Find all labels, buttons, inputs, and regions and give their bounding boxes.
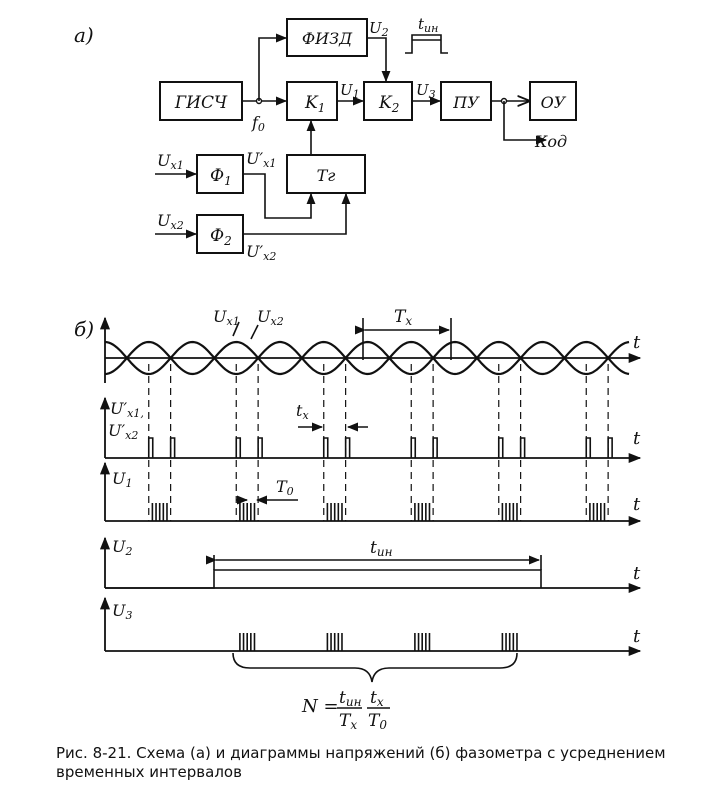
- block-f1-label: Ф1: [210, 166, 232, 188]
- label-row2-ux1: U′x1,: [110, 399, 144, 420]
- u1-bursts: [151, 503, 606, 521]
- block-f2-label: Ф2: [210, 226, 232, 248]
- row-u1: t U1 T0: [99, 461, 642, 527]
- marker-pulse: [147, 437, 154, 458]
- label-ux1-wave: Ux1: [213, 307, 240, 328]
- formula-n-lhs: N =: [301, 696, 339, 717]
- label-ux2-wave: Ux2: [257, 307, 284, 328]
- figure-caption: Рис. 8-21. Схема (а) и диаграммы напряже…: [56, 744, 666, 781]
- wave-ux1: [104, 340, 630, 376]
- block-k2-label: K2: [378, 93, 399, 115]
- block-diagram: а) ГИСЧ ФИЗД K1 K2 ПУ ОУ Ф1 Ф2 Тг: [74, 15, 577, 263]
- wire-kod: [503, 101, 548, 145]
- row-u2: t U2 tин: [99, 536, 642, 594]
- block-tg-label: Тг: [317, 166, 336, 185]
- block-pu-label: ПУ: [452, 93, 480, 112]
- wire-f1-tg: [243, 173, 316, 219]
- timing-diagrams: б) t Ux1 Ux2 Tx t U′x1, U′x2: [74, 307, 642, 732]
- label-tx-period: Tx: [394, 307, 412, 328]
- u2-gate-pulse: [105, 569, 542, 589]
- row-shaped-pulses: t U′x1, U′x2 tx: [99, 396, 642, 464]
- label-u3-row: U3: [112, 601, 132, 622]
- part-label-b: б): [74, 317, 94, 341]
- marker-pulse: [235, 437, 242, 458]
- label-tin: tин: [370, 538, 393, 559]
- block-gisch: [159, 81, 243, 121]
- wire-to-fizd: [258, 33, 288, 101]
- block-f2: [196, 214, 244, 254]
- phasemeter-figure: а) ГИСЧ ФИЗД K1 K2 ПУ ОУ Ф1 Ф2 Тг: [74, 15, 642, 732]
- part-label-a: а): [74, 23, 94, 47]
- formula-den1: Tx: [339, 711, 357, 732]
- formula-num1: tин: [339, 688, 362, 709]
- label-ux1-in: Ux1: [157, 151, 184, 172]
- formula-den2: T0: [368, 711, 387, 732]
- row-u3: t U3: [99, 596, 642, 683]
- leader-ux1: [232, 321, 240, 337]
- label-tx-interval: tx: [296, 401, 309, 422]
- block-fizd-label: ФИЗД: [302, 29, 353, 48]
- label-kod: Код: [534, 132, 567, 151]
- t-label-u3: t: [633, 626, 641, 647]
- label-ux2-in: Ux2: [157, 211, 184, 232]
- zero-crossing-dashes: [148, 364, 609, 521]
- formula-n: N = tин Tx tx T0: [301, 688, 390, 732]
- block-tg: [286, 154, 366, 194]
- t-label-sines: t: [633, 332, 641, 353]
- label-u3: U3: [416, 81, 436, 101]
- label-ux2-prime: U′x2: [246, 242, 276, 263]
- block-k1-label: K1: [304, 93, 325, 115]
- row-sines: t Ux1 Ux2 Tx: [99, 307, 642, 383]
- formula-num2: tx: [370, 688, 384, 709]
- label-f0: f0: [251, 113, 265, 134]
- count-brace: [232, 652, 518, 683]
- label-u2-row: U2: [112, 537, 132, 558]
- tin-pulse-glyph: tин: [405, 15, 448, 54]
- t-label-u2: t: [633, 563, 641, 584]
- label-u1: U1: [340, 81, 360, 101]
- wave-ux2: [104, 340, 630, 376]
- label-t0: T0: [276, 477, 294, 498]
- u3-bursts: [239, 633, 518, 651]
- label-u1-row: U1: [112, 469, 132, 490]
- label-ux1-prime: U′x1: [246, 149, 276, 170]
- wire-fizd-k2: [367, 37, 391, 83]
- label-u2: U2: [369, 19, 389, 39]
- wire-f2-tg: [243, 192, 351, 235]
- row2-pulse-train: [147, 437, 613, 458]
- marker-pulse: [169, 437, 176, 458]
- t-label-row2: t: [633, 428, 641, 449]
- block-gisch-label: ГИСЧ: [174, 93, 228, 113]
- label-row2-ux2: U′x2: [108, 421, 138, 442]
- block-ou-label: ОУ: [541, 93, 567, 112]
- block-fizd: [286, 18, 368, 57]
- t-label-u1: t: [633, 494, 641, 515]
- label-tin-top: tин: [418, 15, 438, 35]
- leader-ux2: [250, 324, 259, 340]
